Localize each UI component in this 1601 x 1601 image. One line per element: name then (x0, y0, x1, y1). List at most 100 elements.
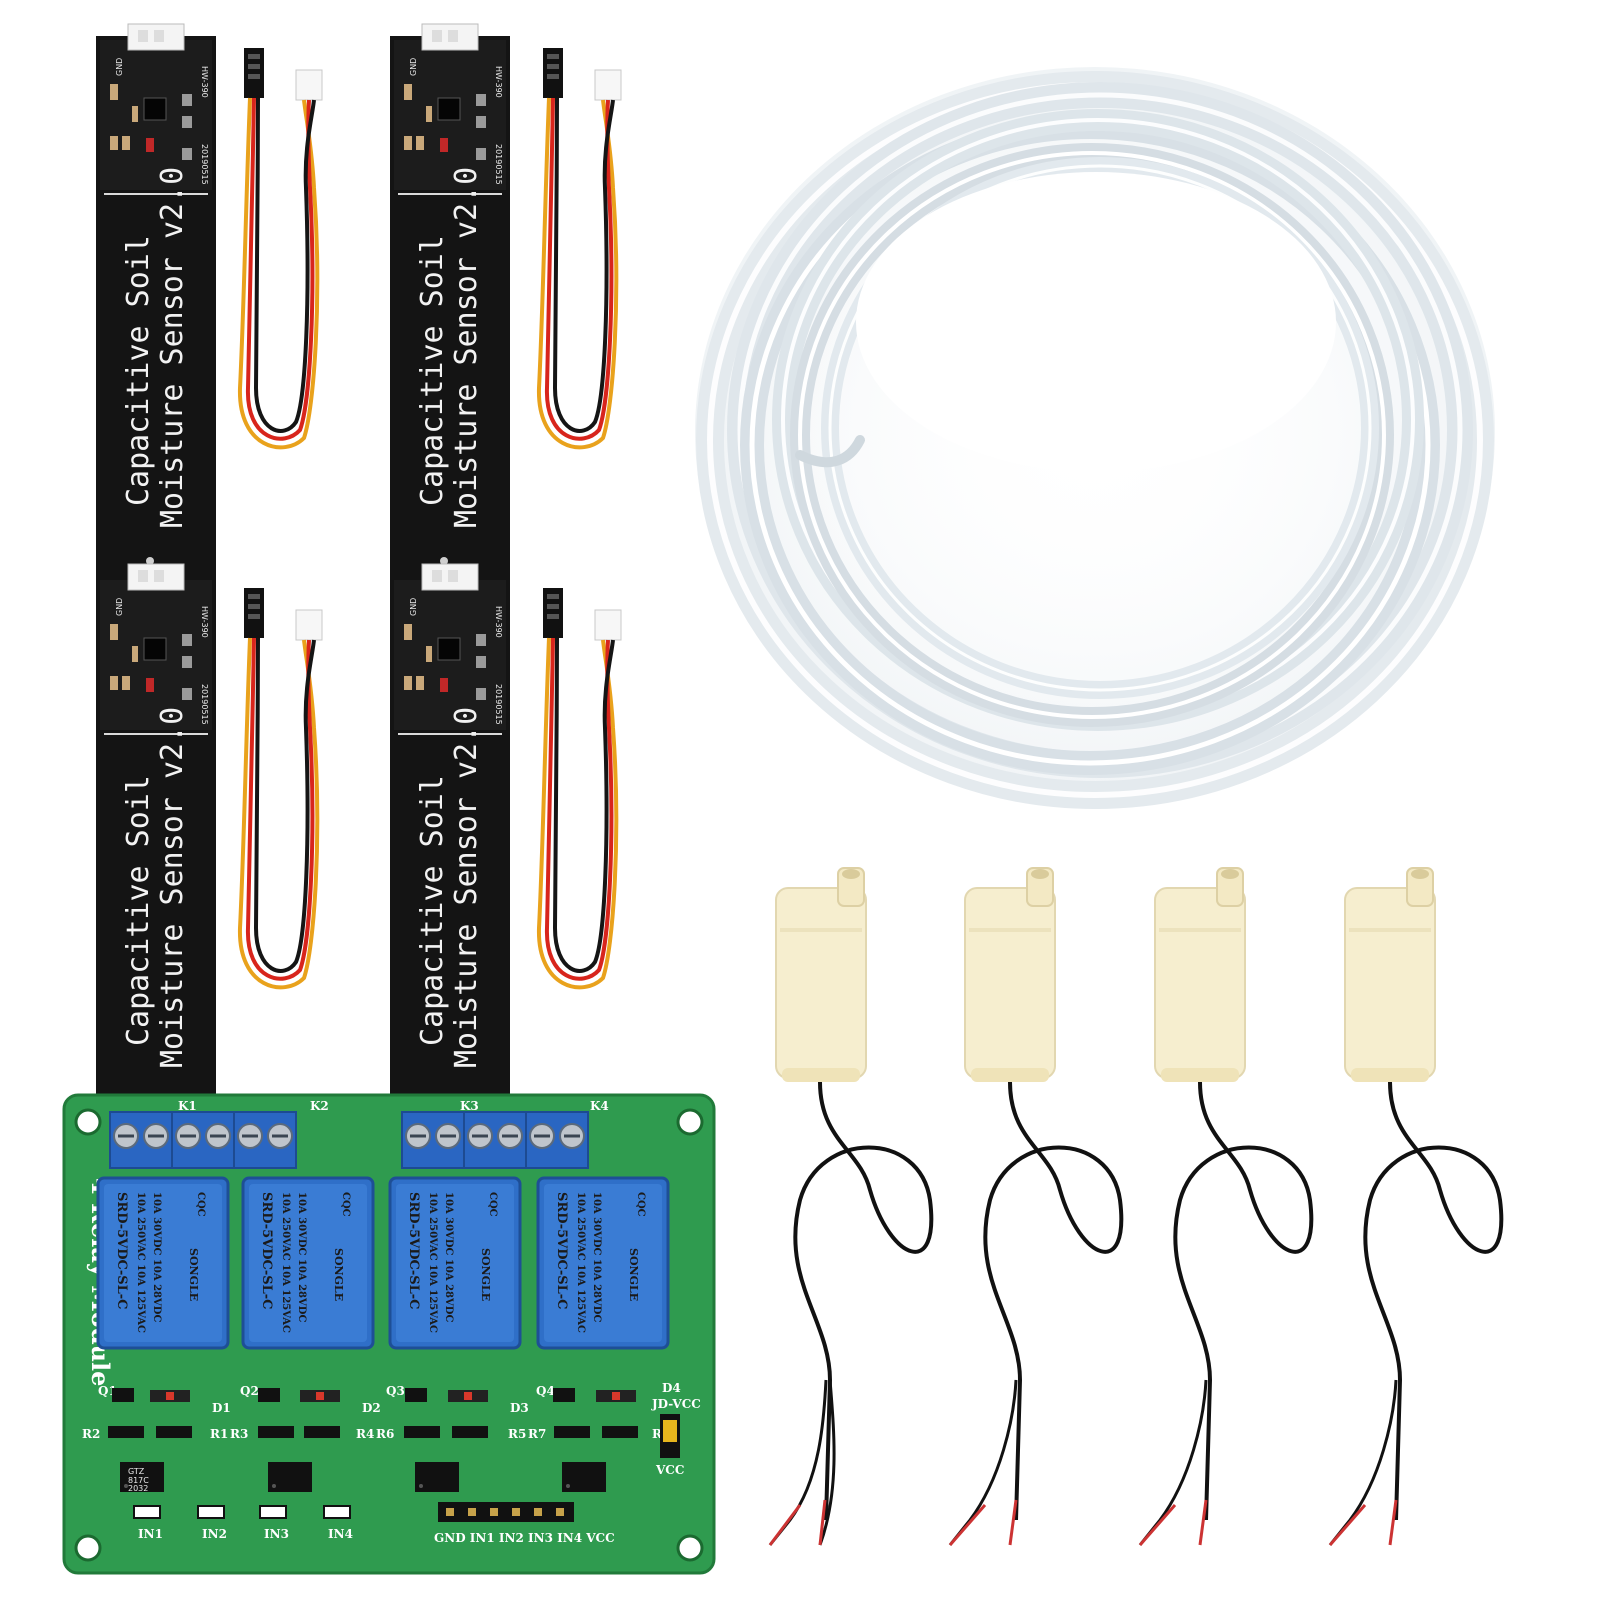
transistor (405, 1388, 427, 1402)
transistor (553, 1388, 575, 1402)
relay-rating: 10A 30VDC 10A 28VDC (591, 1192, 602, 1322)
mini-water-pump-4 (1328, 867, 1504, 1546)
terminal-label-k4: K4 (590, 1099, 609, 1113)
resistor (554, 1426, 590, 1438)
soil-moisture-sensor-2: GND HW-390 20190515 Capacitive Soil Mois… (389, 23, 511, 647)
sensor-cable-2 (536, 46, 623, 450)
sensor-date-label: 20190515 (200, 144, 209, 185)
led-in3 (259, 1505, 287, 1519)
relay-module: K1 K2 K3 K4 4 Relay Module SRD-5VDC-SL-C… (62, 1093, 716, 1575)
resistor-label-r6: R6 (376, 1427, 394, 1441)
relay-brand: SONGLE (627, 1248, 640, 1301)
mini-water-pump-1 (768, 867, 934, 1546)
led-label-in3: IN3 (264, 1527, 289, 1541)
sensor-cable-3 (237, 586, 324, 990)
relay-1: SRD-5VDC-SL-C 10A 250VAC 10A 125VAC 10A … (96, 1176, 230, 1350)
relay-model: SRD-5VDC-SL-C (554, 1192, 569, 1310)
resistor (452, 1426, 488, 1438)
terminal-label-k1: K1 (178, 1099, 197, 1113)
relay-cert: CQC (195, 1192, 206, 1217)
resistor (156, 1426, 192, 1438)
transistor-label-q3: Q3 (386, 1384, 405, 1398)
led-in1 (133, 1505, 161, 1519)
sensor-model-label: HW-390 (200, 66, 209, 98)
resistor (404, 1426, 440, 1438)
mini-water-pump-3 (1138, 867, 1314, 1546)
sensor-model-label: HW-390 (494, 66, 503, 98)
input-pin-header (438, 1502, 574, 1522)
mini-water-pump-2 (948, 867, 1124, 1546)
terminal-label-k3: K3 (460, 1099, 479, 1113)
sensor-pin-label: GND (409, 598, 418, 616)
mounting-hole (676, 1534, 704, 1562)
optocoupler-4 (562, 1462, 606, 1492)
sensor-title-line2: Moisture Sensor v2.0 (449, 167, 484, 528)
resistor (108, 1426, 144, 1438)
sensor-cable-1 (237, 46, 324, 450)
relay-rating: 10A 250VAC 10A 125VAC (280, 1192, 291, 1333)
sensor-title-line1: Capacitive Soil (121, 235, 156, 506)
optocoupler-3 (415, 1462, 459, 1492)
sensor-model-label: HW-390 (494, 606, 503, 638)
relay-model: SRD-5VDC-SL-C (259, 1192, 274, 1310)
led-label-in1: IN1 (138, 1527, 163, 1541)
relay-rating: 10A 250VAC 10A 125VAC (135, 1192, 146, 1333)
header-pin-labels: GND IN1 IN2 IN3 IN4 VCC (434, 1531, 615, 1545)
led-label-in4: IN4 (328, 1527, 353, 1541)
transistor-label-q4: Q4 (536, 1384, 555, 1398)
diode-label-d1: D1 (212, 1401, 231, 1415)
relay-rating: 10A 250VAC 10A 125VAC (575, 1192, 586, 1333)
terminal-block-k3 (400, 1110, 590, 1170)
sensor-title-line2: Moisture Sensor v2.0 (155, 167, 190, 528)
sensor-title-line2: Moisture Sensor v2.0 (155, 707, 190, 1068)
mounting-hole (74, 1534, 102, 1562)
relay-2: SRD-5VDC-SL-C 10A 250VAC 10A 125VAC 10A … (241, 1176, 375, 1350)
relay-rating: 10A 30VDC 10A 28VDC (151, 1192, 162, 1322)
soil-moisture-sensor-3: GND HW-390 20190515 Capacitive Soil Mois… (95, 563, 217, 1187)
clear-tubing-coil (695, 67, 1495, 809)
jumper-label-jd-vcc: JD-VCC (651, 1397, 701, 1411)
resistor-label-r3: R3 (230, 1427, 248, 1441)
optocoupler-2 (268, 1462, 312, 1492)
transistor-label-q2: Q2 (240, 1384, 259, 1398)
relay-model: SRD-5VDC-SL-C (406, 1192, 421, 1310)
relay-4: SRD-5VDC-SL-C 10A 250VAC 10A 125VAC 10A … (536, 1176, 670, 1350)
relay-rating: 10A 250VAC 10A 125VAC (427, 1192, 438, 1333)
led-label-in2: IN2 (202, 1527, 227, 1541)
diode-label-d4: D4 (662, 1381, 681, 1395)
terminal-label-k2: K2 (310, 1099, 329, 1113)
resistor (602, 1426, 638, 1438)
diode-label-d2: D2 (362, 1401, 381, 1415)
resistor-label-r5: R5 (508, 1427, 526, 1441)
sensor-pin-label: GND (115, 58, 124, 76)
optocoupler-marking: 817C (128, 1476, 149, 1485)
optocoupler-marking: 2032 (128, 1484, 148, 1493)
sensor-title-line2: Moisture Sensor v2.0 (449, 707, 484, 1068)
resistor-label-r2: R2 (82, 1427, 100, 1441)
soil-moisture-sensor-4: GND HW-390 20190515 Capacitive Soil Mois… (389, 563, 511, 1187)
mounting-hole (676, 1108, 704, 1136)
led-in2 (197, 1505, 225, 1519)
resistor-label-r4: R4 (356, 1427, 374, 1441)
terminal-block-k1 (108, 1110, 298, 1170)
relay-cert: CQC (487, 1192, 498, 1217)
led-in4 (323, 1505, 351, 1519)
soil-moisture-sensor-1: GND HW-390 20190515 Capacitive Soil Mois… (95, 23, 217, 647)
resistor-label-r1: R1 (210, 1427, 228, 1441)
sensor-date-label: 20190515 (200, 684, 209, 725)
sensor-model-label: HW-390 (200, 606, 209, 638)
sensor-pin-label: GND (409, 58, 418, 76)
relay-3: SRD-5VDC-SL-C 10A 250VAC 10A 125VAC 10A … (388, 1176, 522, 1350)
transistor (258, 1388, 280, 1402)
mounting-hole (74, 1108, 102, 1136)
resistor (304, 1426, 340, 1438)
transistor (112, 1388, 134, 1402)
resistor (258, 1426, 294, 1438)
sensor-cable-4 (536, 586, 623, 990)
sensor-pin-label: GND (115, 598, 124, 616)
relay-cert: CQC (340, 1192, 351, 1217)
relay-cert: CQC (635, 1192, 646, 1217)
sensor-title-line1: Capacitive Soil (121, 775, 156, 1046)
jumper-label-vcc: VCC (655, 1463, 684, 1477)
